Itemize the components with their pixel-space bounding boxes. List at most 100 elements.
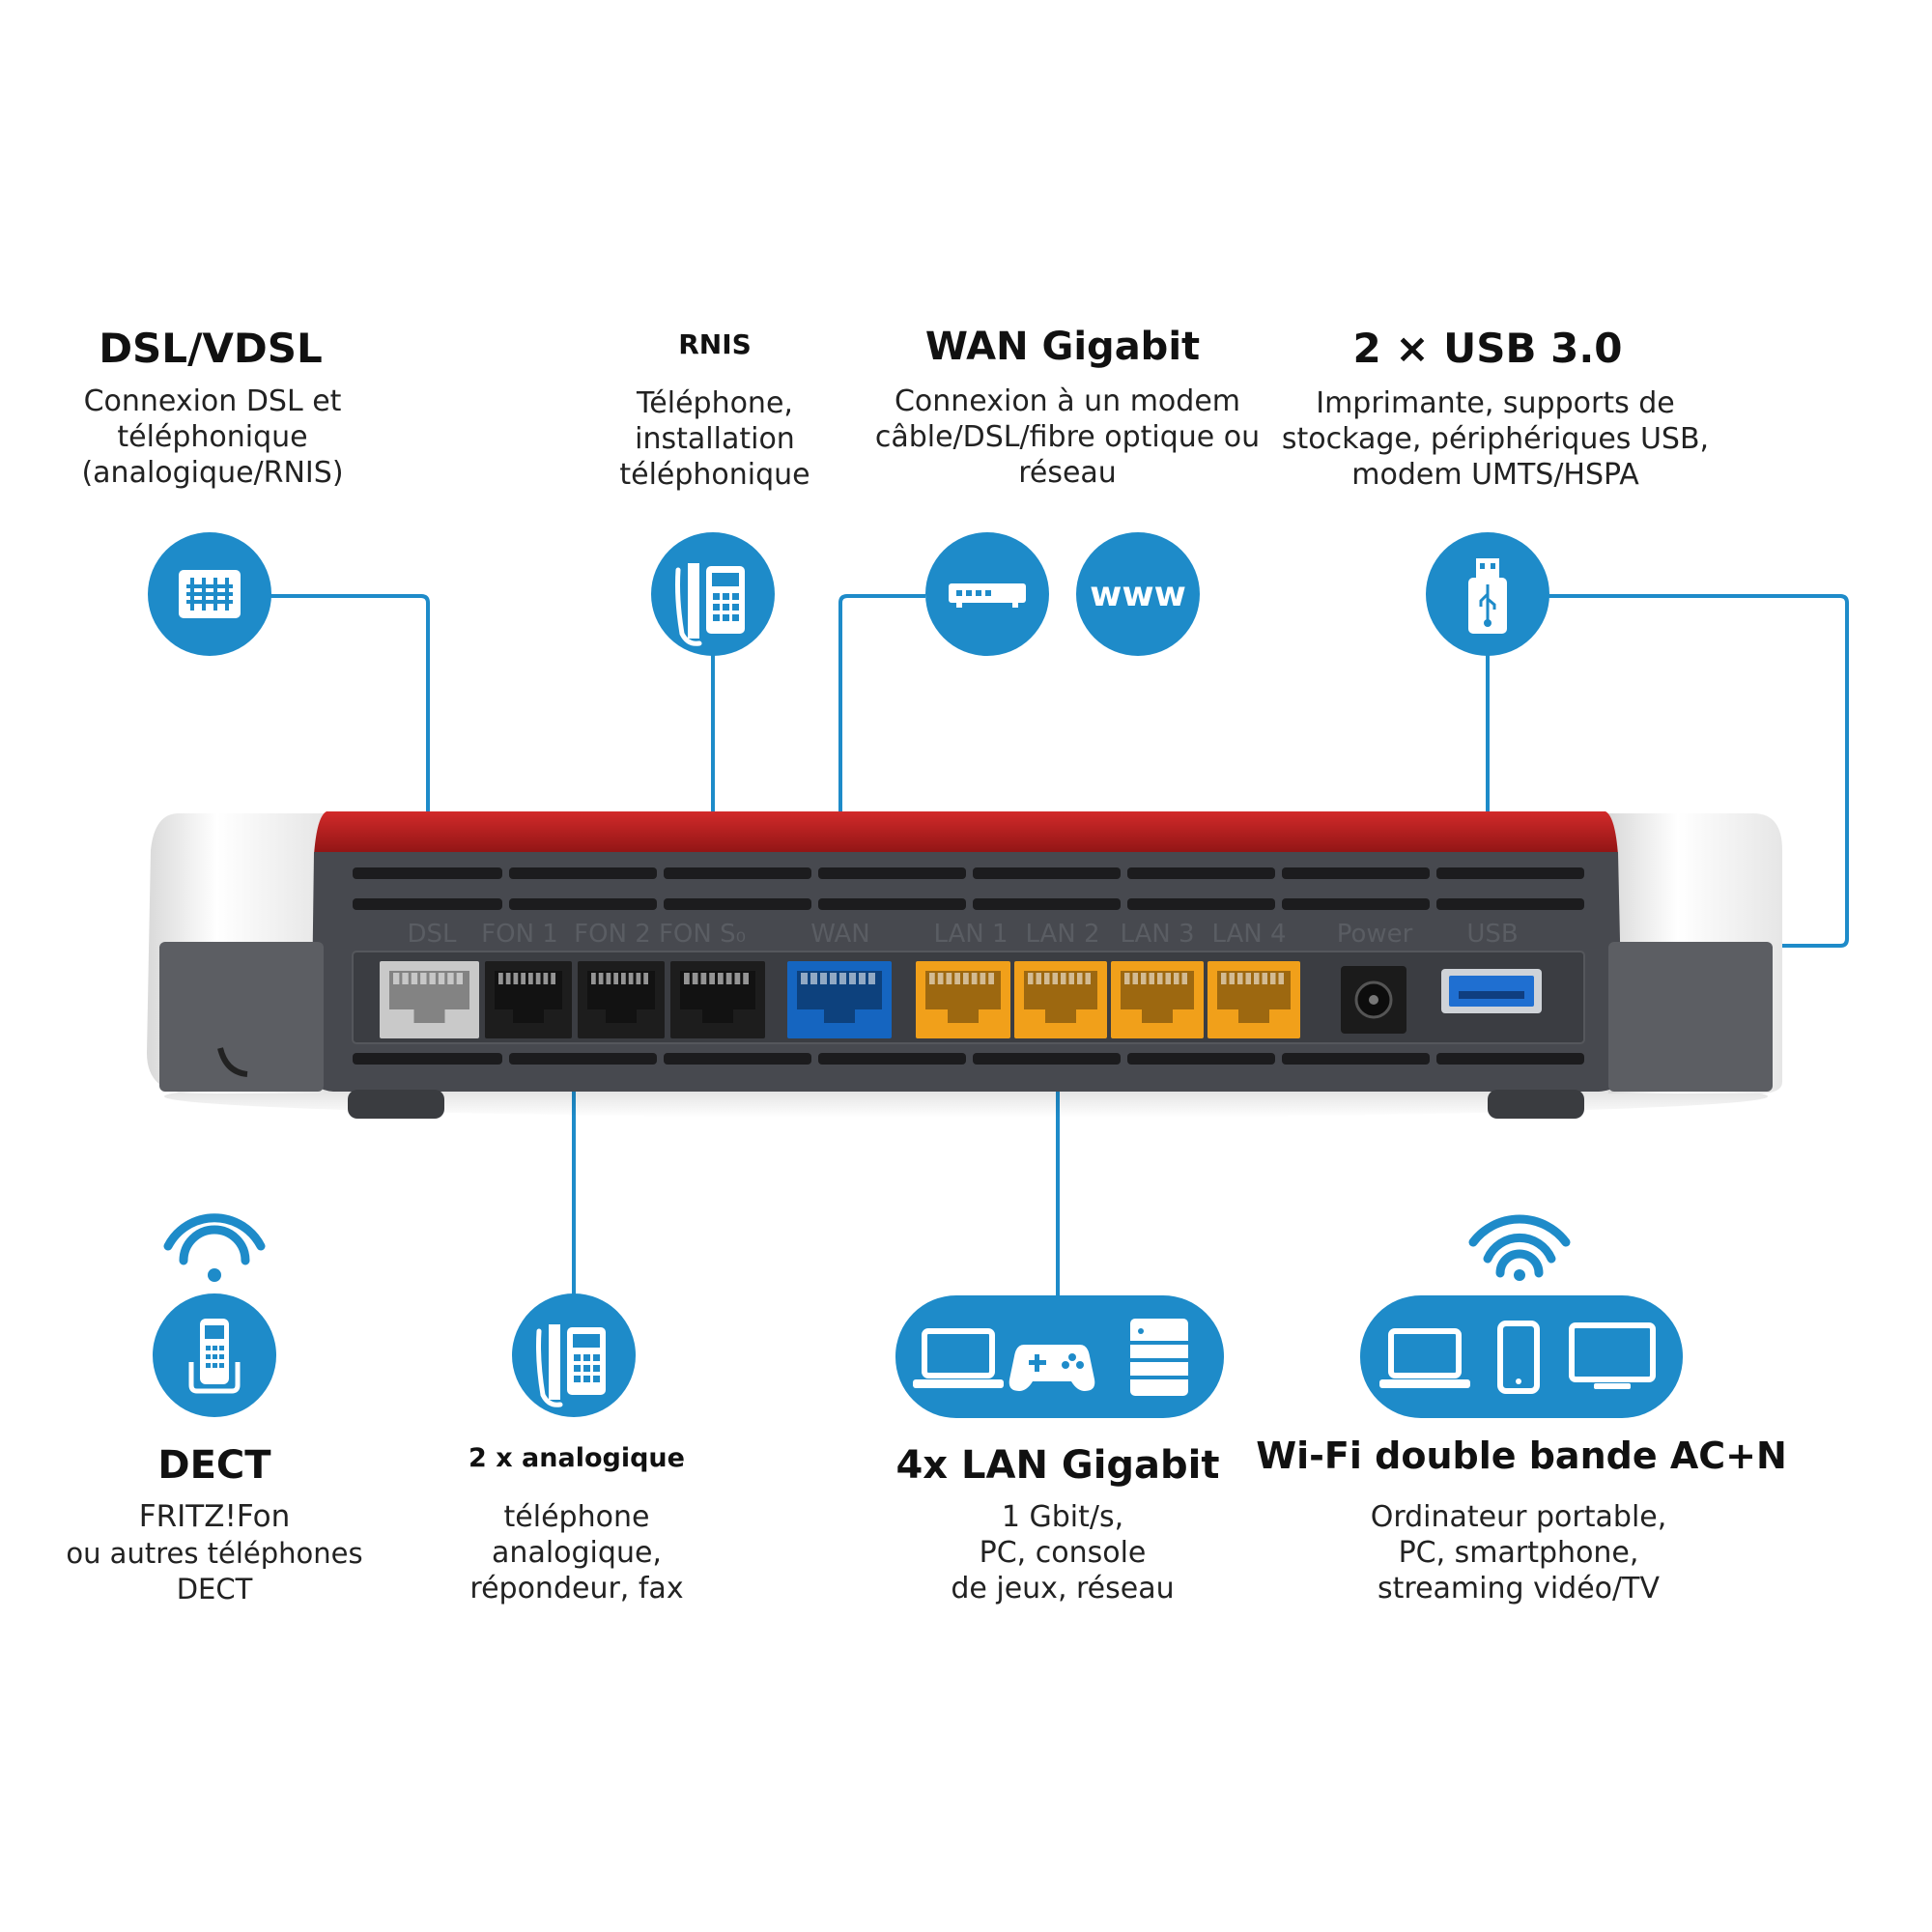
smartphone-icon (1497, 1321, 1540, 1394)
fons0-port (670, 961, 765, 1038)
dsl-port (380, 961, 479, 1038)
feature-wifi-line: Ordinateur portable, (1371, 1500, 1667, 1534)
feature-wifi-line: PC, smartphone, (1399, 1536, 1639, 1570)
port-label: USB (1466, 920, 1518, 949)
lan3-port (1111, 961, 1204, 1038)
vent-slot (664, 898, 811, 910)
modem-icon (925, 532, 1049, 656)
feature-dsl-line: téléphonique (117, 420, 307, 454)
connector-wan (838, 594, 925, 927)
feature-dect-line: FRITZ!Fon (139, 1499, 290, 1534)
vent-slot (1127, 898, 1275, 910)
feature-dsl-line: Connexion DSL et (84, 384, 342, 418)
feature-usb-title: 2 × USB 3.0 (1352, 325, 1622, 372)
feature-wifi-text: Wi-Fi double bande AC+N Ordinateur porta… (1256, 1435, 1787, 1605)
vent-slot (1282, 1053, 1430, 1065)
lan1-port (916, 961, 1010, 1038)
feature-lan-text: 4x LAN Gigabit 1 Gbit/s, PC, console de … (895, 1443, 1219, 1605)
port-label: Power (1337, 920, 1413, 949)
port-label: LAN 3 (1120, 920, 1194, 949)
vent-slot (353, 898, 502, 910)
feature-rnis-line: téléphonique (619, 458, 810, 492)
feature-usb-text: 2 × USB 3.0 Imprimante, supports de stoc… (1282, 325, 1709, 492)
feature-lan-title: 4x LAN Gigabit (895, 1443, 1219, 1488)
feature-wan-text: WAN Gigabit Connexion à un modem câble/D… (875, 325, 1260, 490)
vent-slot (1127, 867, 1275, 879)
wan-port (787, 961, 892, 1038)
feature-dsl-line: (analogique/RNIS) (81, 456, 343, 490)
vent-slot (664, 867, 811, 879)
feature-rnis-line: Téléphone, (636, 386, 793, 420)
feature-wan-line: Connexion à un modem (895, 384, 1240, 418)
vent-slot (509, 1053, 657, 1065)
wifi-devices-signal-icon (1468, 1214, 1571, 1281)
laptop-icon (1379, 1328, 1470, 1388)
desk-phone-icon (651, 532, 775, 656)
port-label: DSL (407, 920, 457, 949)
feature-wifi-title: Wi-Fi double bande AC+N (1256, 1435, 1787, 1477)
feature-analog-line: téléphone (504, 1500, 650, 1534)
router-red-top (314, 811, 1618, 855)
feature-dsl-title: DSL/VDSL (99, 325, 323, 372)
vent-slot (353, 1053, 502, 1065)
lan2-port (1014, 961, 1107, 1038)
feature-analog-text: 2 x analogique téléphone analogique, rép… (469, 1443, 685, 1605)
lan4-port (1208, 961, 1300, 1038)
feature-analog-line: répondeur, fax (469, 1572, 683, 1605)
port-label: LAN 2 (1025, 920, 1099, 949)
wifi-signal-icon (163, 1213, 266, 1282)
vent-slot (973, 898, 1121, 910)
vent-slot (818, 1053, 966, 1065)
vent-slot (1282, 898, 1430, 910)
vent-slot (353, 867, 502, 879)
feature-lan-line: 1 Gbit/s, (1002, 1500, 1123, 1534)
feature-usb-line: stockage, périphériques USB, (1282, 422, 1709, 456)
port-label: FON S₀ (659, 920, 746, 949)
port-label: FON 2 (574, 920, 651, 949)
usb-port (1441, 969, 1542, 1013)
feature-analog-line: analogique, (492, 1536, 662, 1570)
fon1-port (485, 961, 572, 1038)
feature-lan-line: PC, console (980, 1536, 1147, 1570)
monitor-icon (1569, 1322, 1656, 1389)
feature-usb-line: modem UMTS/HSPA (1351, 458, 1639, 492)
vent-slot (664, 1053, 811, 1065)
feature-wifi-line: streaming vidéo/TV (1378, 1572, 1660, 1605)
connector-dsl (270, 594, 430, 927)
feature-wan-title: WAN Gigabit (925, 325, 1200, 369)
vent-slot (1436, 867, 1584, 879)
lan-devices-pill (895, 1295, 1224, 1418)
usb-stick-icon (1426, 532, 1549, 656)
feature-wan-line: câble/DSL/fibre optique ou (875, 420, 1260, 454)
router-vents-bottom (353, 1053, 1584, 1065)
feature-dect-title: DECT (157, 1443, 271, 1488)
gamepad-icon (1009, 1345, 1095, 1391)
feature-usb-line: Imprimante, supports de (1316, 386, 1675, 420)
feature-wan-line: réseau (1018, 456, 1117, 490)
laptop-icon (913, 1328, 1004, 1388)
feature-dect-line: ou autres téléphones (66, 1537, 362, 1570)
fon2-port (578, 961, 665, 1038)
feature-dect-text: DECT FRITZ!Fon ou autres téléphones DECT (66, 1443, 362, 1605)
www-icon-text: www (1090, 575, 1186, 614)
vent-slot (1436, 898, 1584, 910)
vent-slot (1282, 867, 1430, 879)
feature-analog-title: 2 x analogique (469, 1443, 685, 1473)
vent-slot (973, 867, 1121, 879)
port-label: LAN 1 (933, 920, 1008, 949)
router-ports (380, 961, 1542, 1038)
vent-slot (818, 867, 966, 879)
desk-phone-icon (512, 1293, 636, 1417)
dsl-splitter-icon (148, 532, 271, 656)
port-label: WAN (810, 920, 870, 949)
vent-slot (1436, 1053, 1584, 1065)
port-label: FON 1 (481, 920, 558, 949)
vent-slot (1127, 1053, 1275, 1065)
feature-rnis-text: RNIS Téléphone, installation téléphoniqu… (619, 328, 810, 492)
router-vents-top (353, 867, 1584, 910)
www-icon: www (1076, 532, 1200, 656)
vent-slot (509, 867, 657, 879)
